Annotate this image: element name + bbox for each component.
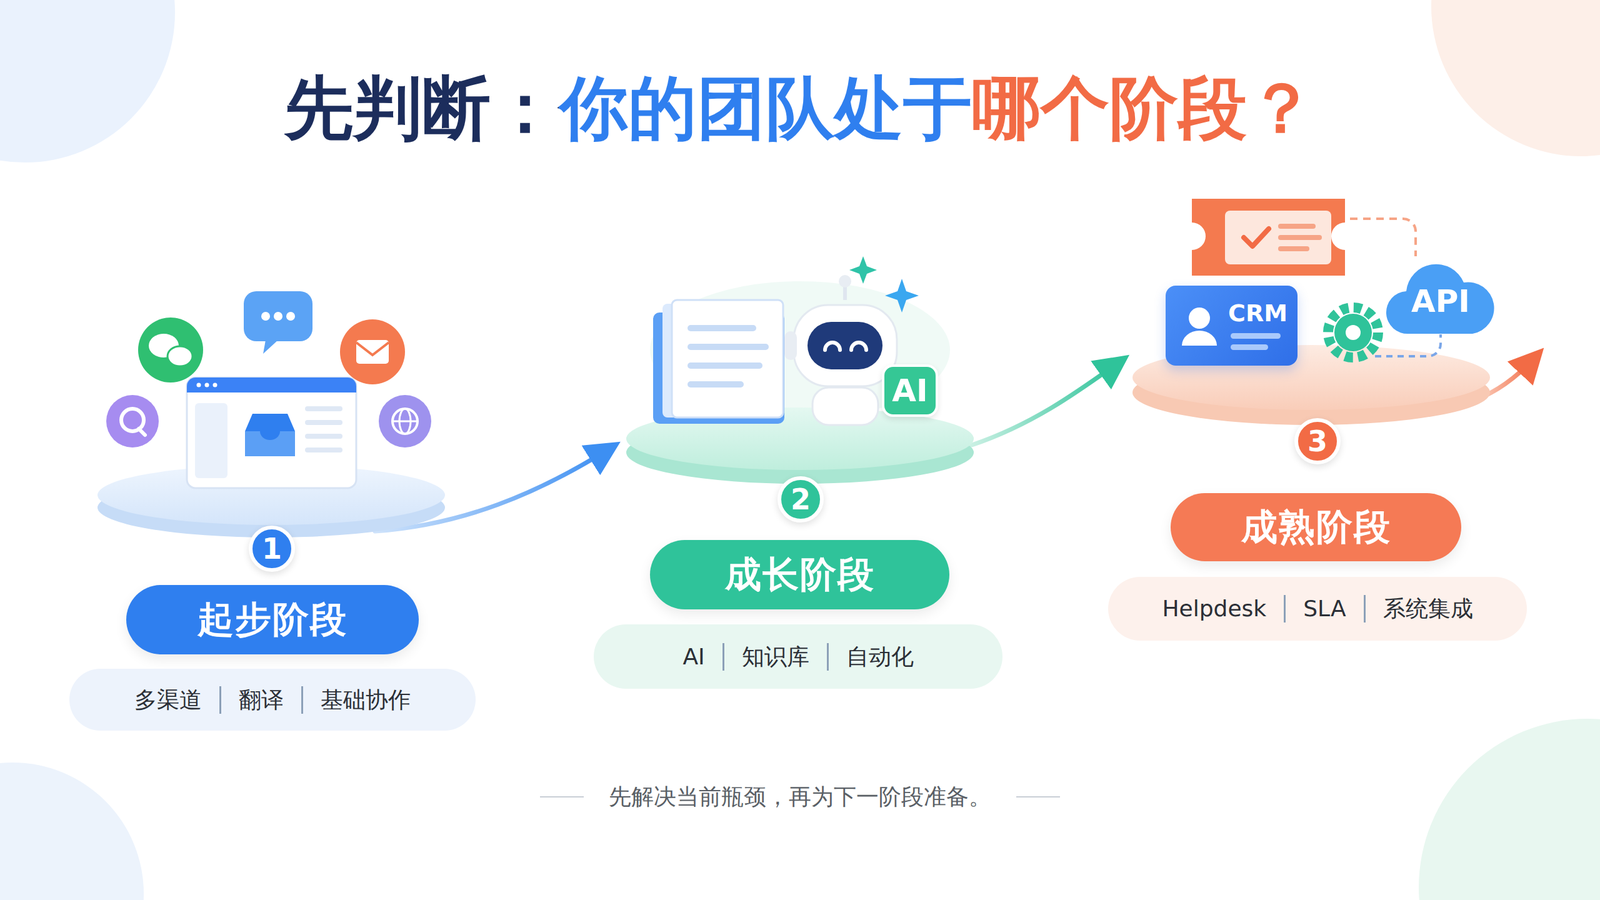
message-icon [243, 291, 313, 354]
crm-card: CRM [1165, 285, 1298, 366]
stage-pill: 成熟阶段 [1170, 493, 1462, 562]
node-label: AI [891, 372, 928, 409]
inbox-window [186, 377, 357, 489]
feature-tag: 多渠道 [116, 686, 220, 714]
node-label: 成熟阶段 [1241, 503, 1392, 552]
step-number: 2 [777, 476, 824, 523]
step-number: 3 [1294, 418, 1341, 465]
gear-icon [1328, 307, 1379, 358]
ai-badge: AI [881, 364, 939, 417]
chat-icon [138, 317, 204, 383]
node-label: 2 [790, 482, 811, 517]
feature-tag: 系统集成 [1363, 595, 1491, 623]
feature-tag: 基础协作 [301, 686, 429, 714]
caption-rule [540, 796, 584, 798]
node-label: 成长阶段 [725, 550, 875, 600]
api-cloud: API [1385, 256, 1497, 338]
node-label: 起步阶段 [197, 595, 348, 645]
corner-blob [1431, 0, 1600, 157]
feature-tag: 知识库 [722, 643, 827, 671]
node-label: API [1411, 283, 1470, 320]
feature-tag: Helpdesk [1144, 595, 1284, 623]
feature-tag: SLA [1283, 595, 1364, 623]
node-label: 1 [261, 531, 282, 566]
support-icon [106, 395, 159, 448]
sparkle [849, 256, 877, 284]
feature-pill: HelpdeskSLA系统集成 [1108, 576, 1527, 641]
feature-tag: 自动化 [826, 643, 932, 671]
caption-row: 先解决当前瓶颈，再为下一阶段准备。 [0, 780, 1600, 814]
caption: 先解决当前瓶颈，再为下一阶段准备。 [608, 780, 992, 814]
feature-tag: 翻译 [219, 686, 302, 714]
globe-icon [378, 395, 432, 448]
book-icon [653, 300, 785, 424]
corner-blob [0, 762, 144, 900]
robot-icon [784, 275, 897, 425]
node-label: 3 [1307, 424, 1328, 459]
feature-pill: 多渠道翻译基础协作 [69, 668, 476, 731]
feature-pill: AI知识库自动化 [593, 624, 1003, 689]
step-number: 1 [248, 525, 295, 572]
dashed-link [1375, 334, 1441, 357]
stage-pill: 成长阶段 [650, 540, 950, 610]
cloud-outline [1386, 264, 1495, 334]
corner-blob [1418, 718, 1600, 900]
dashed-link [1350, 218, 1416, 257]
title-row: 先判断：你的团队处于哪个阶段？ [0, 61, 1600, 155]
feature-tag: AI [665, 643, 722, 671]
mail-icon [340, 319, 405, 385]
node-label: CRM [1228, 299, 1288, 327]
caption-rule [1016, 796, 1060, 798]
sparkle [885, 278, 919, 313]
progress-arrow [971, 362, 1119, 445]
stage-pill: 起步阶段 [126, 585, 419, 655]
corner-blob [0, 0, 175, 163]
title: 先判断：你的团队处于哪个阶段？ [284, 61, 1316, 155]
ticket-icon [1191, 198, 1345, 276]
